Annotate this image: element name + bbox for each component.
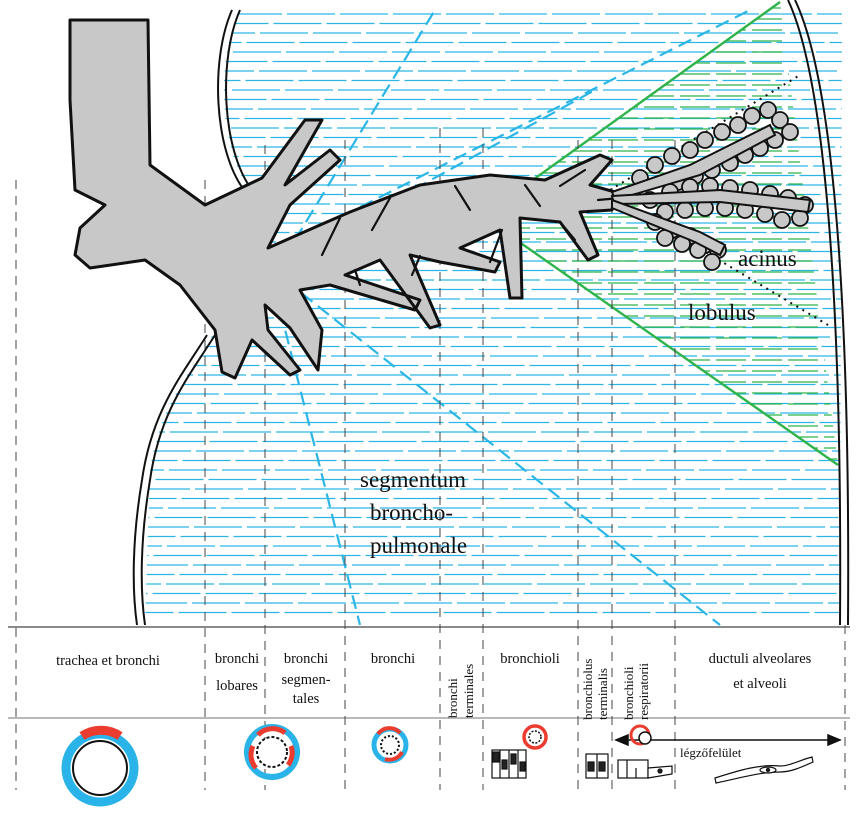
col-lobares-2: lobares — [216, 678, 258, 694]
segment-dash-lower — [284, 279, 721, 626]
bronchiole-epithelium — [491, 749, 527, 779]
bronchiole-cross-section — [522, 724, 548, 750]
segment-dash-upper — [294, 9, 436, 241]
alveolar-epithelium — [714, 756, 814, 784]
bronchus-cross-section — [371, 726, 409, 764]
col-bronchi: bronchi — [371, 651, 415, 667]
col-respiratorii-2: respiratorii — [636, 663, 651, 720]
segment-label-line2: broncho- — [370, 500, 453, 525]
col-segmentales-3: tales — [293, 691, 320, 707]
segment-label-line1: segmentum — [360, 467, 466, 492]
col-bronchiolus-2: terminalis — [595, 668, 610, 720]
col-ductuli-1: ductuli alveolares — [709, 651, 812, 667]
col-trachea: trachea et bronchi — [56, 653, 160, 669]
acinus-label: acinus — [738, 246, 797, 271]
respiratory-surface-arrow — [614, 733, 842, 747]
trachea-cross-section — [61, 725, 139, 807]
respiratory-bronchiole-cross-section — [629, 724, 652, 746]
col-bronchiolus-1: bronchiolus — [580, 659, 595, 720]
trachea-main-bronchus — [68, 18, 617, 380]
terminal-bronchiole-epithelium — [585, 753, 609, 779]
col-respiratorii-1: bronchioli — [621, 666, 636, 720]
respiratory-surface-label: légzőfelület — [680, 745, 742, 760]
segment-label-line3: pulmonale — [370, 533, 467, 558]
classification-table — [8, 626, 850, 719]
lobulus-label: lobulus — [688, 300, 756, 325]
col-terminales-1: bronchi — [445, 678, 460, 718]
segment-dash-mid — [284, 89, 596, 261]
lobule-border — [504, 1, 839, 466]
col-segmentales-2: segmen- — [281, 672, 330, 688]
col-ductuli-2: et alveoli — [733, 676, 787, 692]
col-lobares-1: bronchi — [215, 651, 259, 667]
pleura-left — [132, 9, 253, 626]
alveolar-ducts — [610, 123, 812, 257]
col-bronchioli: bronchioli — [500, 651, 560, 667]
col-segmentales-1: bronchi — [284, 651, 328, 667]
segment-dash-lower-2 — [273, 289, 362, 626]
respiratory-bronchiole-epithelium — [617, 759, 673, 779]
column-headers: trachea et bronchi bronchi lobares bronc… — [56, 651, 812, 720]
col-terminales-2: terminales — [461, 664, 476, 718]
column-dividers — [15, 128, 846, 790]
bronchial-tree — [68, 18, 622, 380]
pleura-right — [787, 0, 850, 626]
lobar-bronchus-cross-section — [244, 724, 300, 780]
